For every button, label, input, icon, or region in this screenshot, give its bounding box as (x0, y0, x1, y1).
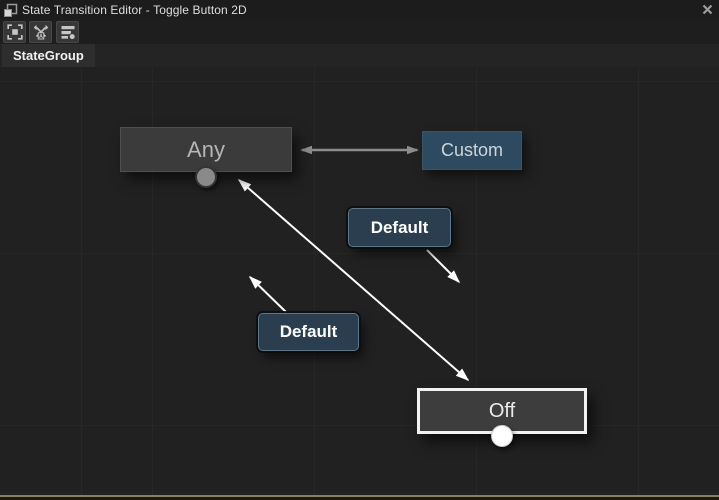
any-node-port[interactable] (195, 166, 217, 188)
edge-default-off-to-any[interactable] (248, 275, 287, 313)
transition-label-text: Default (279, 322, 338, 341)
tab-label: StateGroup (13, 48, 84, 63)
auto-arrange-button[interactable]: A (29, 20, 52, 43)
display-options-button[interactable] (56, 20, 79, 43)
state-node-label: Any (187, 136, 225, 162)
fit-to-view-button[interactable] (3, 20, 26, 43)
off-node-port[interactable] (491, 425, 513, 447)
window-icon (4, 3, 18, 17)
close-button[interactable] (699, 2, 715, 17)
edge-any-off[interactable] (237, 179, 470, 381)
titlebar: State Transition Editor - Toggle Button … (0, 0, 719, 19)
window-bottom-edge (0, 495, 719, 500)
transition-edges (237, 145, 470, 381)
auto-arrange-icon: A (33, 24, 48, 40)
toolbar: A (0, 19, 719, 44)
state-node-label: Off (488, 399, 516, 422)
window-title: State Transition Editor - Toggle Button … (22, 2, 247, 17)
state-node-label: Custom (440, 140, 503, 160)
tabbar: StateGroup (0, 44, 719, 67)
state-node-custom[interactable]: Custom (422, 131, 522, 170)
transition-label-text: Default (370, 217, 429, 237)
state-node-any[interactable]: Any (120, 127, 292, 172)
edge-default-any-to-off[interactable] (426, 249, 461, 284)
display-options-icon (61, 25, 76, 40)
fit-to-view-icon (6, 23, 23, 40)
transition-label-default-upper[interactable]: Default (348, 208, 451, 247)
graph-canvas[interactable]: Any Custom Default Default Off (0, 67, 719, 495)
svg-text:A: A (39, 34, 43, 40)
tab-stategroup[interactable]: StateGroup (2, 44, 95, 67)
transition-label-default-lower[interactable]: Default (258, 313, 359, 351)
close-icon (702, 4, 712, 15)
